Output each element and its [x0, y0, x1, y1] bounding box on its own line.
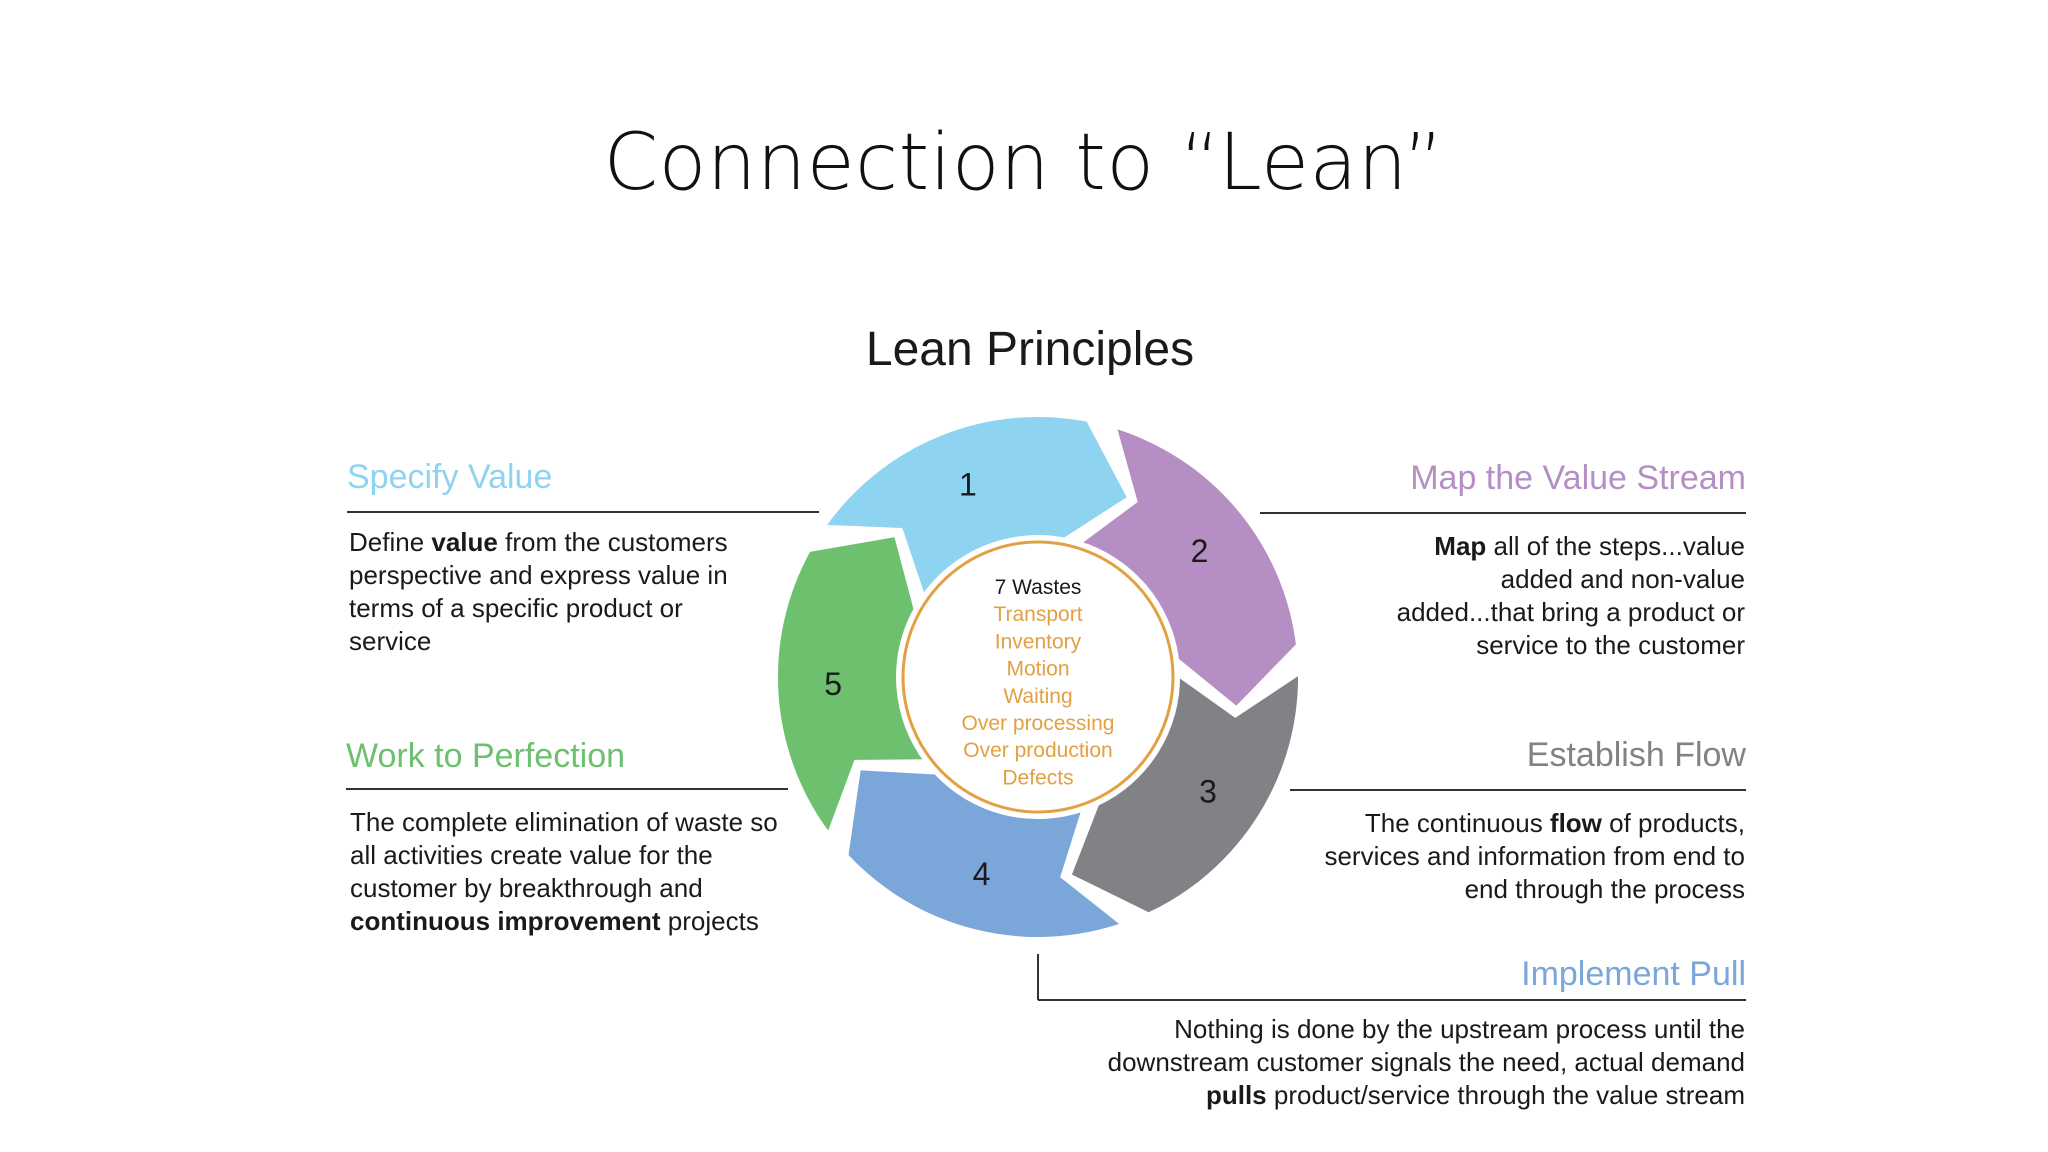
specify-value-description: Define value from the customers perspect… — [349, 527, 728, 656]
work-to-perfection-heading: Work to Perfection — [346, 737, 626, 775]
map-value-stream-rule — [1260, 512, 1746, 514]
specify-value-heading: Specify Value — [347, 458, 553, 496]
step-number-2: 2 — [1191, 533, 1209, 569]
map-value-stream-description: Map all of the steps...value added and n… — [1396, 531, 1745, 660]
implement-pull-description: Nothing is done by the upstream process … — [1107, 1014, 1745, 1110]
cycle-arrow-3 — [1066, 668, 1303, 917]
step-number-1: 1 — [959, 466, 977, 502]
waste-item: Defects — [1002, 766, 1073, 789]
cycle-arrow-1 — [819, 412, 1132, 602]
map-value-stream-heading: Map the Value Stream — [1410, 459, 1746, 497]
waste-ring — [901, 540, 1175, 814]
establish-flow-rule — [1290, 789, 1746, 791]
cycle-arrow-4 — [844, 766, 1128, 941]
slide-title: Connection to “Lean” — [603, 118, 1445, 208]
waste-item: Over production — [963, 739, 1112, 762]
specify-value-rule — [347, 511, 819, 513]
work-to-perfection-description: The complete elimination of waste so all… — [350, 807, 778, 936]
step-number-3: 3 — [1199, 774, 1217, 810]
waste-item: Transport — [993, 603, 1082, 626]
cycle-arrow-5 — [773, 532, 931, 839]
establish-flow-heading: Establish Flow — [1526, 736, 1746, 774]
implement-pull-heading: Implement Pull — [1521, 955, 1746, 993]
waste-item: Over processing — [962, 712, 1115, 735]
step-number-5: 5 — [824, 666, 842, 702]
cycle-arrow-2 — [1074, 423, 1301, 712]
work-to-perfection-rule — [346, 788, 788, 790]
waste-item: Inventory — [995, 630, 1082, 653]
wastes-heading: 7 Wastes — [995, 576, 1082, 599]
waste-item: Motion — [1006, 658, 1069, 681]
diagram-title: Lean Principles — [865, 323, 1195, 376]
waste-item: Waiting — [1003, 685, 1072, 708]
implement-pull-rule — [1038, 999, 1746, 1001]
step-number-4: 4 — [973, 856, 991, 892]
establish-flow-description: The continuous flow of products, service… — [1324, 808, 1745, 904]
